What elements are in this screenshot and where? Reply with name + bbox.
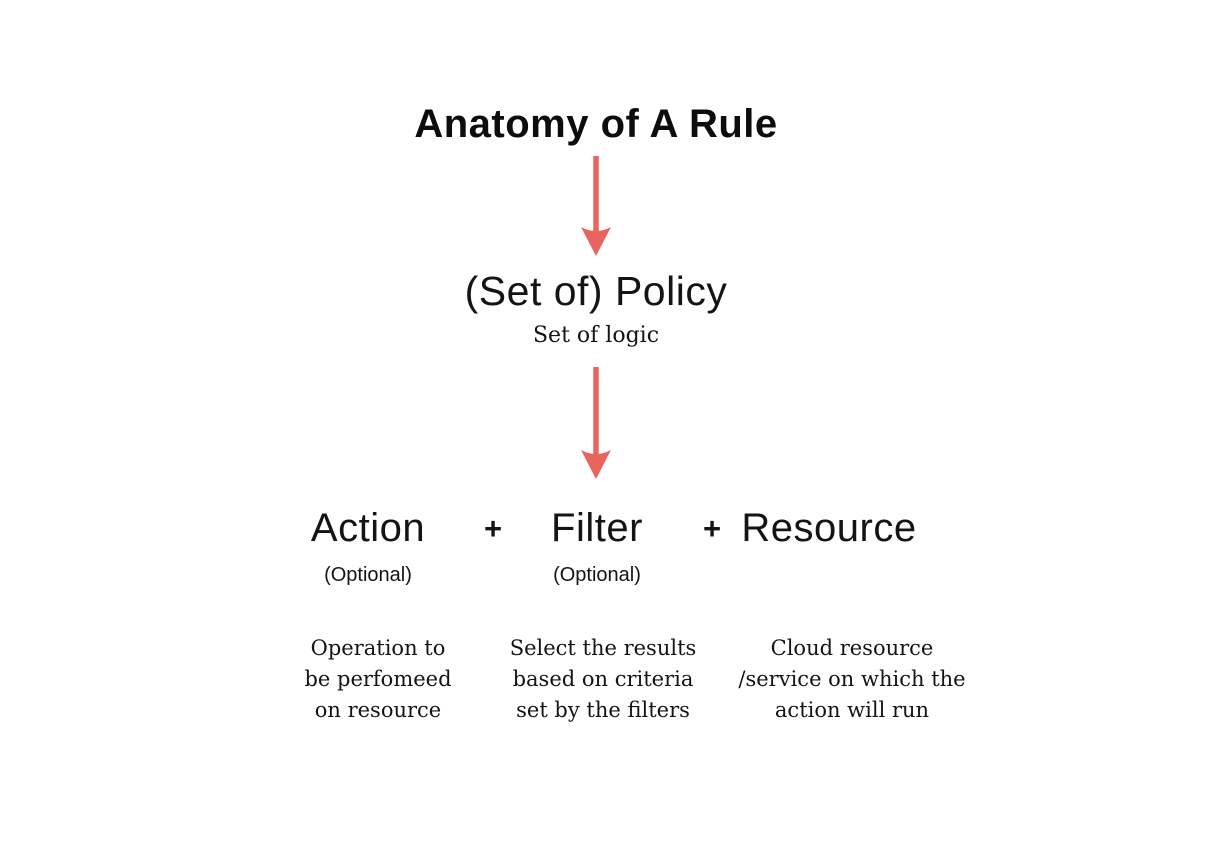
down-arrow-icon (581, 156, 611, 256)
action-label: Action (310, 506, 426, 550)
filter-description: Select the results based on criteria set… (509, 636, 697, 722)
policy-label: (Set of) Policy (464, 268, 728, 314)
resource-label: Resource (741, 506, 917, 550)
page-title: Anatomy of A Rule (414, 102, 778, 146)
down-arrow-icon (581, 367, 611, 479)
filter-label: Filter (551, 506, 643, 550)
plus-sign: + (483, 511, 503, 546)
action-optional-note: (Optional) (324, 564, 412, 586)
resource-description: Cloud resource /service on which the act… (738, 636, 966, 722)
filter-optional-note: (Optional) (553, 564, 641, 586)
action-description: Operation to be perfomeed on resource (304, 636, 452, 722)
plus-sign: + (702, 511, 722, 546)
policy-sublabel: Set of logic (532, 323, 660, 348)
